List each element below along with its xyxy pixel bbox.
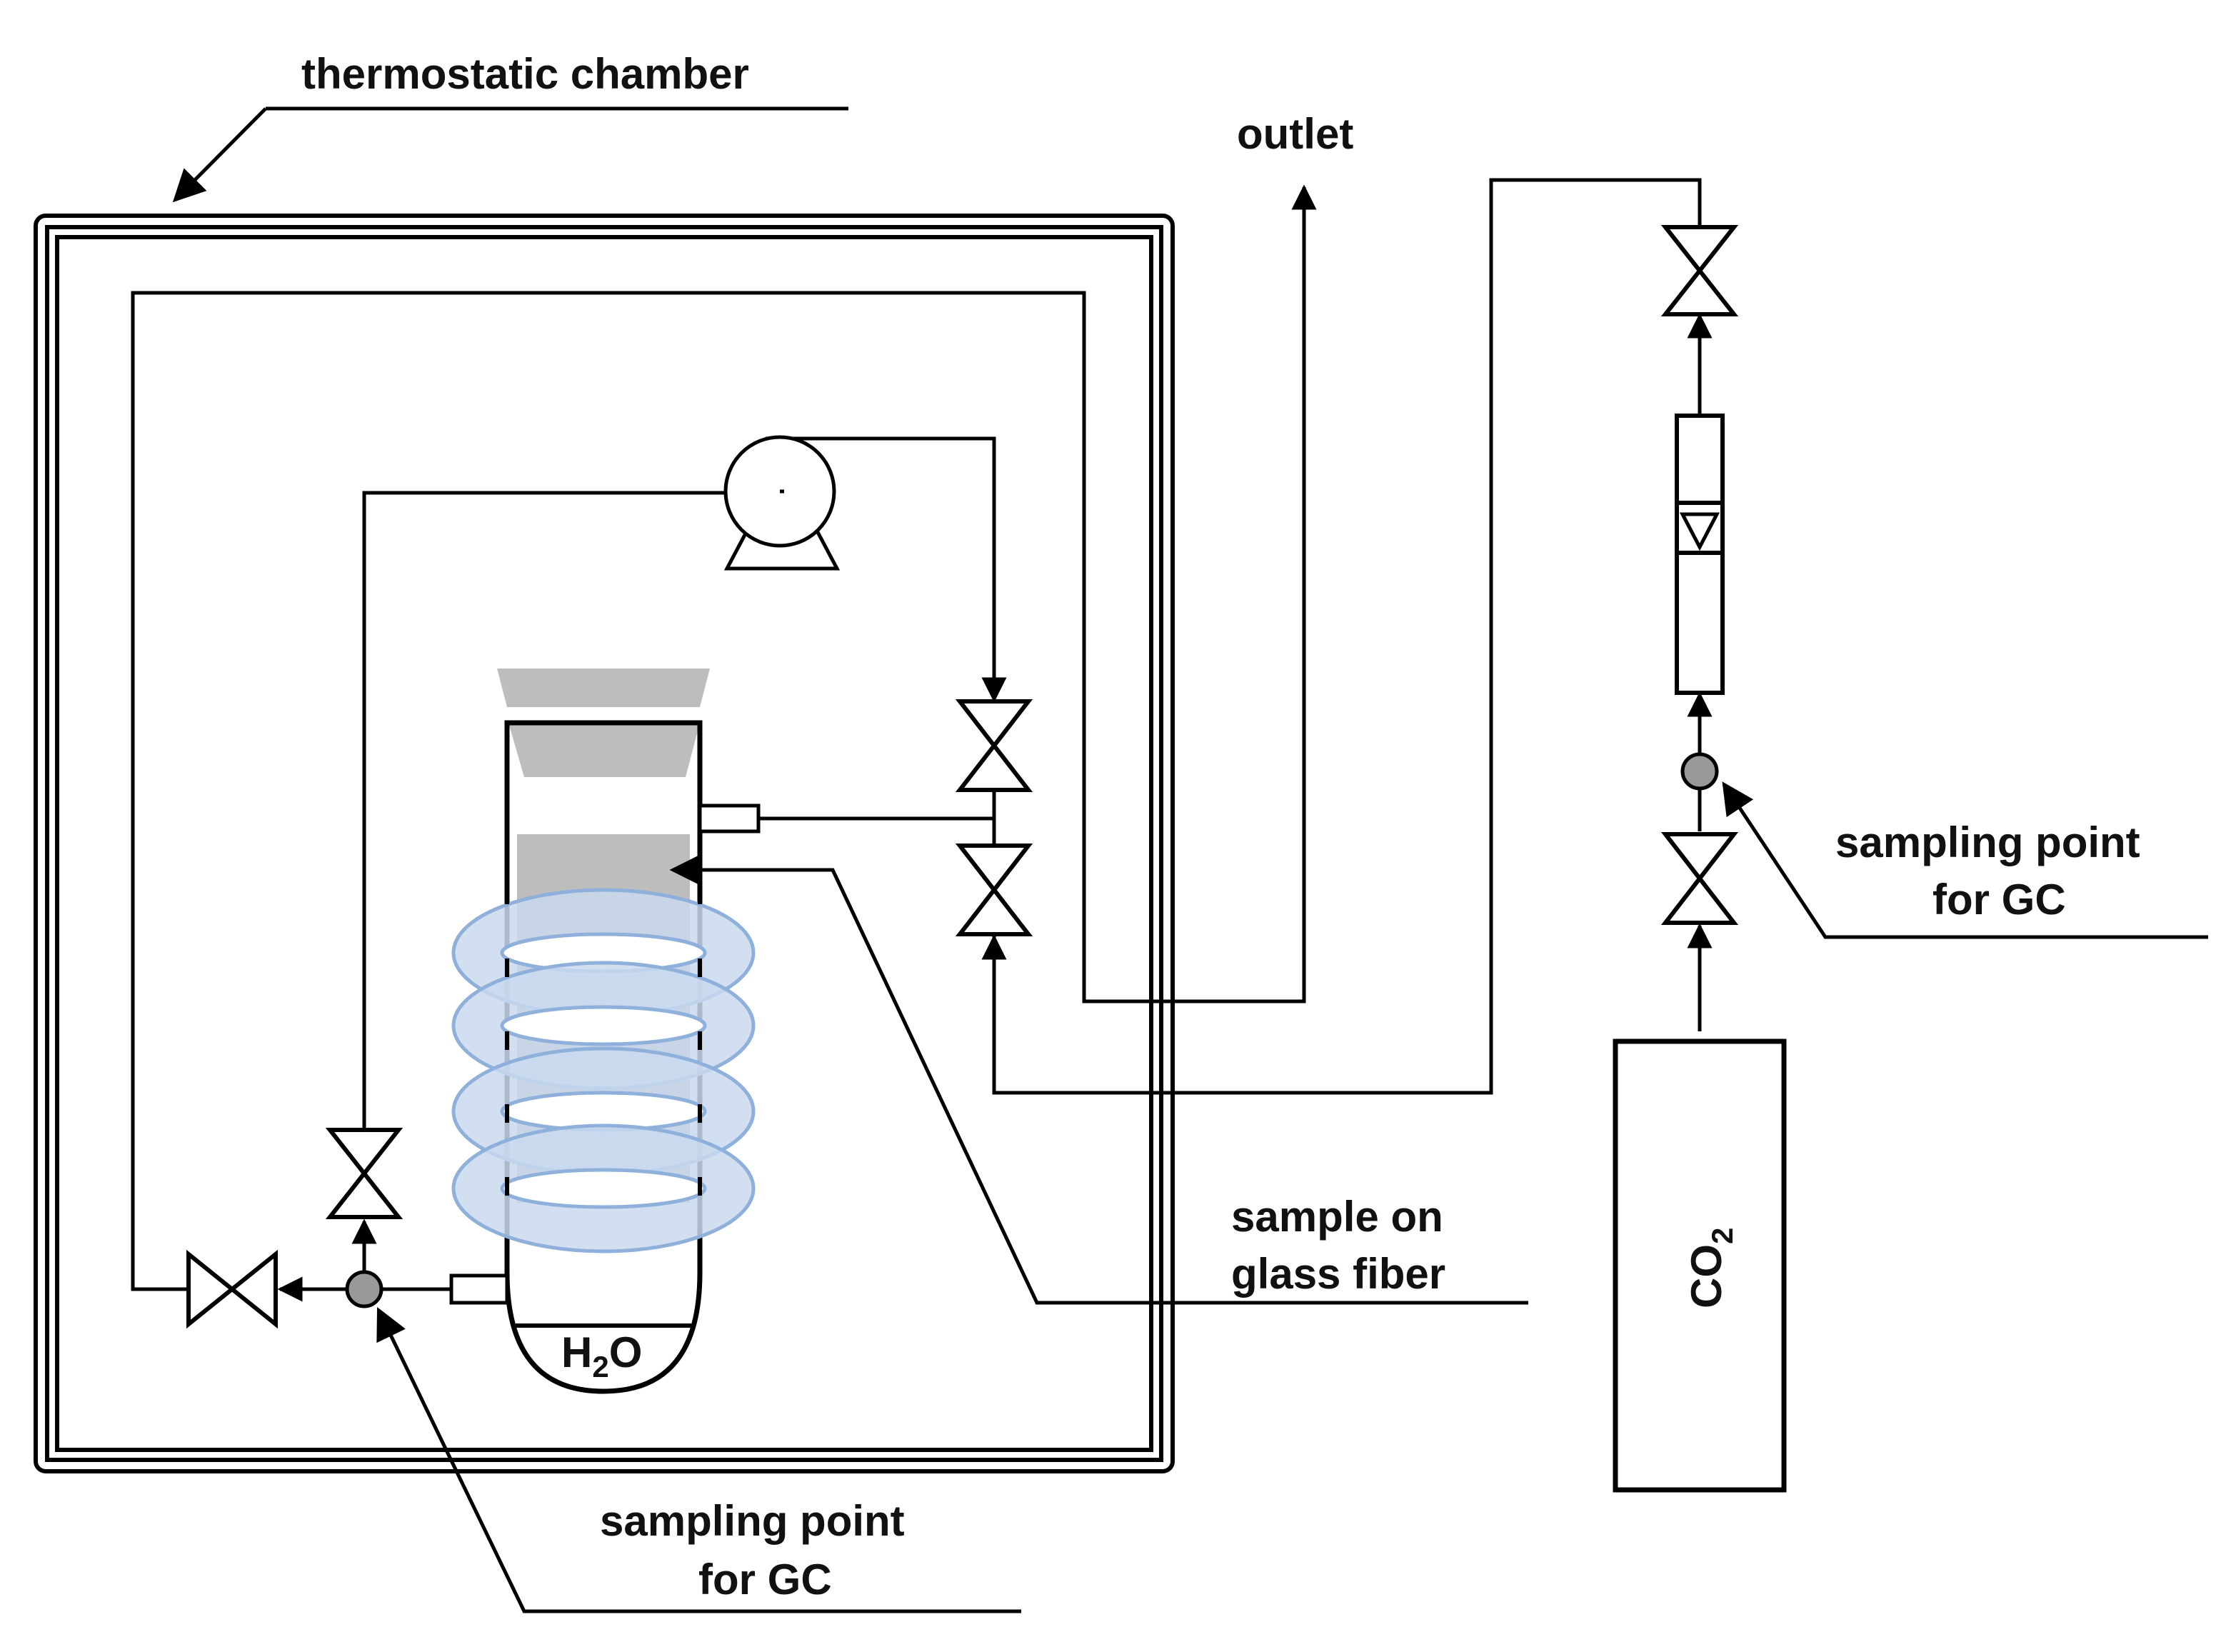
outlet-label: outlet (1237, 110, 1353, 158)
piping (131, 178, 1713, 1302)
rotameter (1675, 414, 1725, 695)
sampling-point-left-label-line2: for GC (698, 1556, 832, 1603)
sample-label-line2: glass fiber (1231, 1250, 1445, 1298)
sampling-point-right-leader (1722, 781, 2208, 939)
sampling-point-right-dot (1680, 752, 1719, 791)
heating-coil (451, 886, 756, 1257)
valve-bottom-vertical (325, 1128, 403, 1219)
thermostatic-chamber (34, 214, 1175, 1473)
co2-cylinder: CO2 (1613, 1038, 1787, 1493)
valve-bottom-horizontal (186, 1249, 278, 1329)
sampling-point-right-label-line1: sampling point (1835, 819, 2140, 866)
valve-recirc (955, 699, 1033, 792)
sample-label-leader (669, 853, 1528, 1305)
sampling-point-left-label-line1: sampling point (600, 1497, 905, 1545)
sample-label-line1: sample on (1231, 1193, 1443, 1241)
circulation-pump (723, 435, 841, 571)
co2-label: CO2 (1683, 1228, 1739, 1308)
valve-inlet (955, 843, 1033, 936)
water-label: H2O (561, 1328, 642, 1383)
valve-co2-lower (1660, 832, 1739, 925)
valve-co2-upper (1660, 225, 1739, 316)
chamber-label-leader (172, 106, 848, 203)
sampling-point-right-label-line2: for GC (1932, 876, 2066, 923)
sampling-point-left-leader (376, 1306, 1021, 1613)
sampling-point-left-dot (345, 1270, 383, 1308)
thermostatic-chamber-label: thermostatic chamber (301, 50, 749, 98)
